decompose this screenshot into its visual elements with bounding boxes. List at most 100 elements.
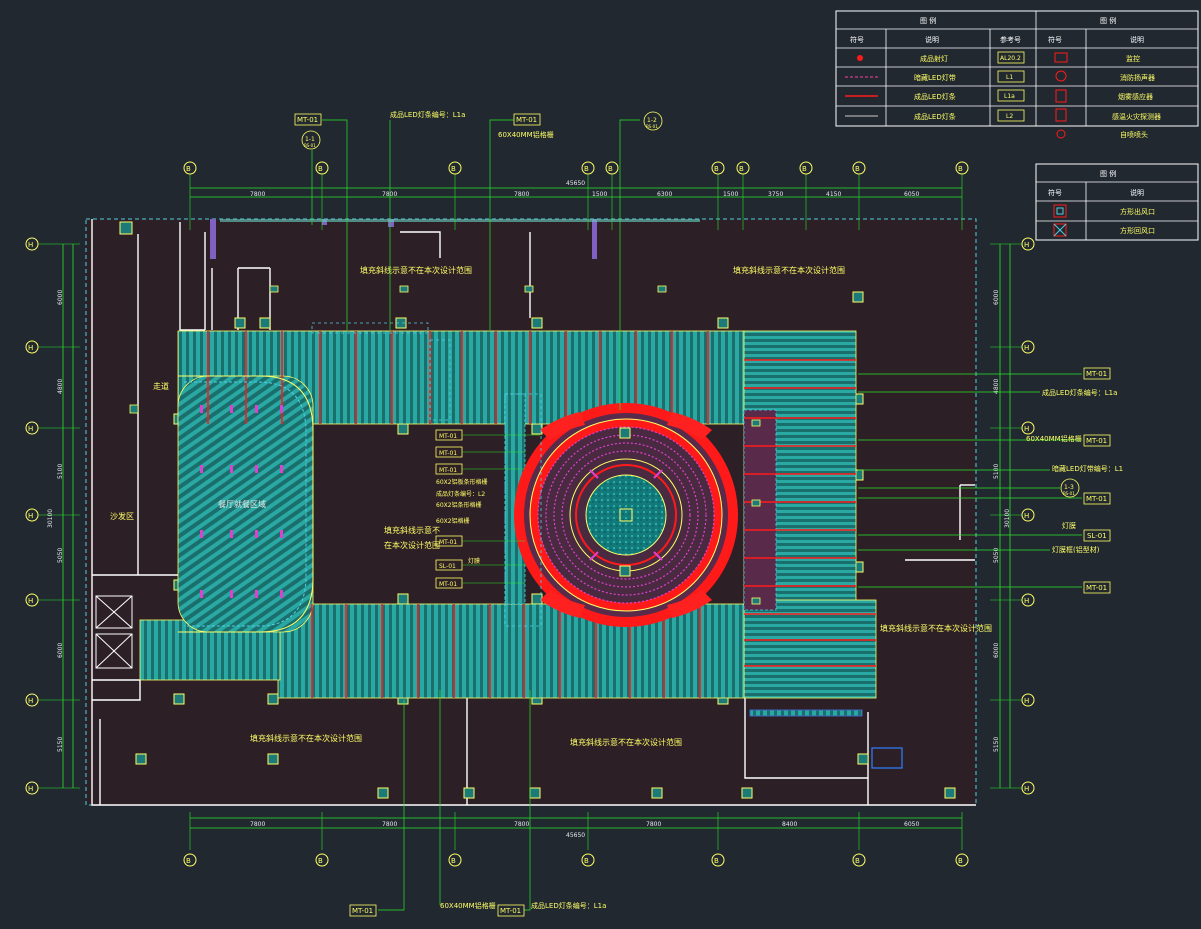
legend-desc-1: 成品射灯 (920, 54, 948, 63)
grid-bubble: B (581, 853, 595, 867)
bottom-l1a-label: 成品LED灯条编号：L1a (531, 901, 606, 910)
center-tag-4: MT-01 (439, 539, 457, 546)
legend-desc-4: 成品LED灯条 (914, 112, 956, 121)
dim-bottom-1: 7800 (250, 821, 265, 828)
dim-bottom-2: 7800 (382, 821, 397, 828)
legend-desc-3: 成品LED灯条 (914, 92, 956, 101)
center-film: 灯膜 (468, 557, 480, 565)
top-grille-label: 60X40MM铝格栅 (498, 130, 554, 139)
dim-right-5: 6000 (993, 643, 1000, 658)
section-1-2-sub: BS-01 (646, 124, 658, 129)
dim-right-total: 30100 (1004, 509, 1011, 528)
center-tag-2: MT-01 (439, 450, 457, 457)
svg-text:B: B (958, 857, 963, 865)
legend-right-4: 感温火灾探测器 (1112, 112, 1161, 121)
svg-text:B: B (584, 857, 589, 865)
stair-detail (749, 709, 903, 769)
svg-text:B: B (186, 857, 191, 865)
svg-text:B: B (608, 165, 613, 173)
dim-bottom-3: 7800 (514, 821, 529, 828)
legend-title-left: 图 例 (920, 16, 936, 25)
grid-bubble: B (183, 161, 197, 175)
svg-text:B: B (714, 165, 719, 173)
svg-text:H: H (1024, 512, 1029, 520)
dim-top-4: 1500 (592, 191, 607, 198)
restaurant-lights (200, 405, 283, 598)
hatch-note-top-mid: 填充斜线示意不在本次设计范围 (360, 265, 472, 275)
circular-ceiling (514, 403, 738, 627)
grid-bubble: H (25, 508, 39, 522)
section-1-3: 1-3 (1064, 484, 1074, 491)
legend-small-header-desc: 说明 (1130, 188, 1144, 197)
dim-left-2: 4800 (57, 379, 64, 394)
dim-left-4: 5050 (57, 548, 64, 563)
dim-top-total: 45650 (566, 180, 585, 187)
dim-bottom-total: 45650 (566, 832, 585, 839)
grid-bubbles-left: H H H H H H H (25, 237, 39, 795)
grid-bubble: B (448, 853, 462, 867)
top-mt01-mid: MT-01 (516, 116, 537, 124)
right-film-label: 灯膜 (1062, 521, 1076, 530)
svg-text:B: B (958, 165, 963, 173)
legend-small: 图 例 符号 说明 方形出风口 方形回风口 (1035, 163, 1199, 241)
elevators (95, 595, 133, 669)
svg-text:H: H (28, 241, 33, 249)
ceiling-grid (139, 330, 877, 699)
grid-bubble: B (581, 161, 595, 175)
grid-bubble: B (183, 853, 197, 867)
dim-bottom-4: 7800 (646, 821, 661, 828)
dim-top-3: 7800 (514, 191, 529, 198)
center-note-d: 60X2铝格栅 (436, 517, 470, 525)
grid-bubbles-right: H H H H H H H (1021, 237, 1035, 795)
svg-text:B: B (584, 165, 589, 173)
grid-bubble: B (736, 161, 750, 175)
grid-bubble: H (1021, 508, 1035, 522)
floor-plan: 填充斜线示意不在本次设计范围 填充斜线示意不在本次设计范围 填充斜线示意不在本次… (85, 218, 992, 806)
svg-text:B: B (739, 165, 744, 173)
right-frame-label: 灯膜框(铝型材) (1052, 545, 1100, 554)
legend-small-title: 图 例 (1100, 169, 1116, 178)
top-callouts: MT-01 成品LED灯条编号：L1a MT-01 60X40MM铝格栅 1-1… (294, 110, 663, 410)
dim-bottom-6: 6050 (904, 821, 919, 828)
right-mt01-2: MT-01 (1086, 437, 1107, 445)
svg-text:H: H (28, 344, 33, 352)
section-1-2: 1-2 (647, 117, 657, 124)
grid-bubble: H (25, 237, 39, 251)
svg-text:B: B (714, 857, 719, 865)
svg-text:H: H (1024, 344, 1029, 352)
grid-bubble: B (852, 161, 866, 175)
top-windows (210, 219, 700, 259)
svg-text:H: H (1024, 241, 1029, 249)
grid-bubble: H (25, 593, 39, 607)
dim-left-5: 6000 (57, 643, 64, 658)
svg-text:H: H (28, 597, 33, 605)
right-l1-label: 暗藏LED灯带编号：L1 (1052, 464, 1123, 473)
bottom-mt01-left: MT-01 (352, 907, 373, 915)
grid-bubble: H (25, 340, 39, 354)
dim-top-7: 3750 (768, 191, 783, 198)
top-mt01-left: MT-01 (297, 116, 318, 124)
svg-text:B: B (186, 165, 191, 173)
grid-bubble: H (1021, 237, 1035, 251)
right-l1a-label: 成品LED灯条编号：L1a (1042, 388, 1117, 397)
center-note-c: 60X2铝条形格栅 (436, 501, 482, 509)
legend-right-5: 自喷喷头 (1120, 130, 1148, 139)
grid-bubble: H (25, 693, 39, 707)
bottom-grille-label: 60X40MM铝格栅 (440, 901, 496, 910)
room-labels: 填充斜线示意不在本次设计范围 填充斜线示意不在本次设计范围 填充斜线示意不在本次… (110, 265, 992, 747)
dim-top-9: 6050 (904, 191, 919, 198)
grid-bubble: B (852, 853, 866, 867)
legend-right-1: 监控 (1126, 54, 1140, 63)
bottom-callouts: MT-01 60X40MM铝格栅 MT-01 成品LED灯条编号：L1a (349, 690, 606, 917)
grid-axis-lines (38, 174, 1022, 850)
svg-text:H: H (28, 425, 33, 433)
dim-top-8: 4150 (826, 191, 841, 198)
grid-bubble: B (955, 853, 969, 867)
dimension-text: 7800 7800 7800 1500 6300 1500 3750 4150 … (47, 180, 1011, 839)
center-note-b: 成品灯条编号：L2 (436, 490, 485, 498)
top-l1a-label: 成品LED灯条编号：L1a (390, 110, 465, 119)
legend-ref-2: L1 (1006, 74, 1013, 81)
grid-bubble: B (448, 161, 462, 175)
grid-bubble: H (25, 421, 39, 435)
